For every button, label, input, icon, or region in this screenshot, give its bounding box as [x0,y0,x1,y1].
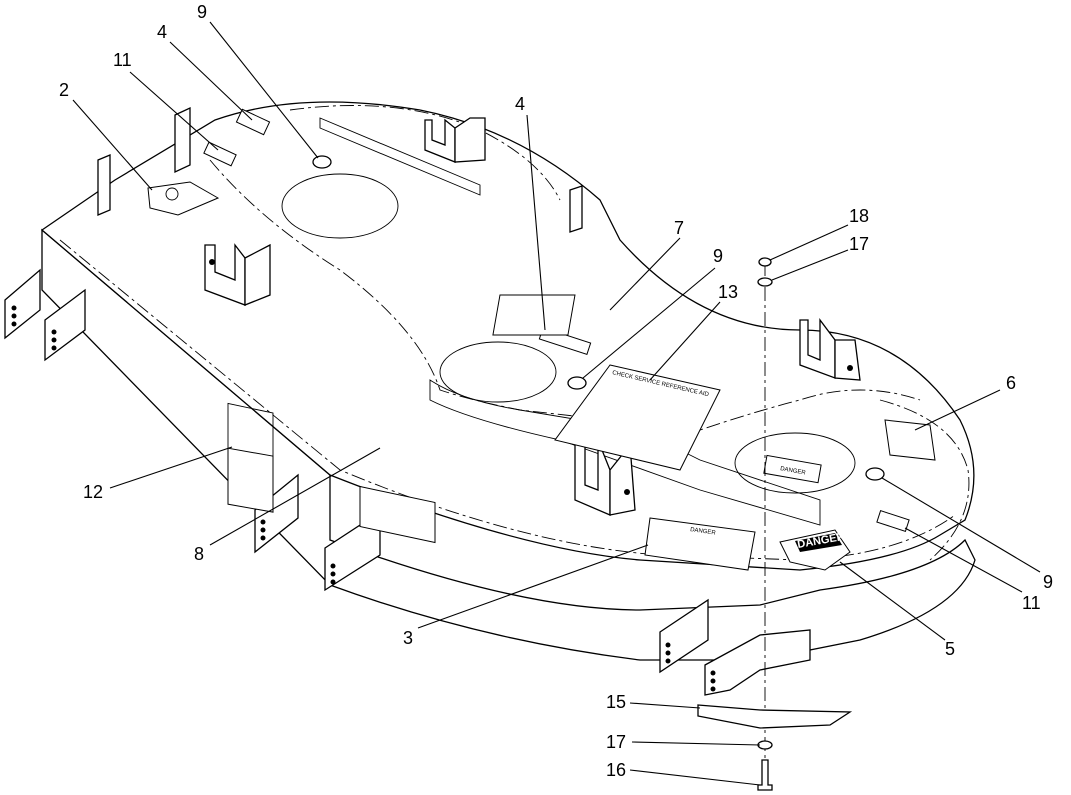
callout-2: 2 [59,80,69,100]
decal-blade-danger-text: DANGER [780,466,807,476]
deck-front-skirt [41,228,976,661]
decal-11-rear [203,141,237,167]
cap-9-center [567,376,587,390]
deck-rear-ridge [319,117,481,196]
cap-9-right [865,467,885,481]
bracket-rear-center [424,117,486,163]
blade-opening-right [734,432,856,494]
callout-18: 18 [849,206,869,226]
decal-8 [359,485,436,544]
callout-16: 16 [606,760,626,780]
deck-dash-line [59,239,956,561]
callout-6: 6 [1006,373,1016,393]
height-plate-left-1 [4,268,41,340]
callout-13: 13 [718,282,738,302]
height-plate-right-2 [704,629,811,696]
leader-lines [72,21,1041,786]
hardware-stack [697,257,853,791]
bolt-16 [757,759,773,791]
decal-6 [884,419,936,461]
decal-4-rear [235,108,271,136]
mower-deck [40,101,976,661]
blade-15 [697,704,853,729]
deck-dash-line-4 [879,399,970,561]
bracket-right [799,318,861,381]
decal-5-danger-sign: DANGER [779,529,851,571]
decals: CHECK SERVICE REFERENCE AID DANGER DANGE… [147,108,936,571]
callout-9-right: 9 [1043,572,1053,592]
callout-11-front: 11 [1022,593,1041,613]
decal-3-danger [644,517,756,571]
rear-post-mid [174,106,191,174]
cap-9-rear [312,155,332,169]
rear-post-right [569,185,583,233]
callout-9-center: 9 [713,246,723,266]
rear-post-left [97,154,111,216]
deck-top [40,101,975,571]
blade-opening-center [439,341,557,403]
callout-17-bottom: 17 [606,732,626,752]
blade-opening-left [281,173,399,239]
decal-2-pentagon [147,181,220,216]
callout-9-rear: 9 [197,2,207,22]
callout-15: 15 [606,692,626,712]
callout-12: 12 [83,482,103,502]
callout-5: 5 [945,639,955,659]
deck-center-ridge [429,379,821,526]
height-plate-left-2 [44,288,86,362]
decal-11-front [876,510,910,532]
decal-7 [492,294,576,336]
height-plate-mid-1 [254,473,299,554]
decal-12 [227,447,274,513]
callout-8: 8 [194,544,204,564]
callout-7: 7 [674,218,684,238]
callout-17-top: 17 [849,234,869,254]
decal-13-service-reference [554,364,721,471]
washer-17-bottom [757,740,773,750]
deck-dash-line-2 [209,159,921,431]
callouts: 9 4 11 2 4 7 9 13 18 17 6 12 8 3 5 9 11 … [59,2,1053,780]
callout-4-center: 4 [515,94,525,114]
decal-3-danger-text: DANGER [690,527,717,537]
callout-4-rear: 4 [157,22,167,42]
washer-17-top [757,277,773,287]
decal-2-ring [165,187,179,201]
nut-18 [758,257,772,267]
callout-11-rear: 11 [113,50,132,70]
height-plate-right-1 [659,598,709,674]
callout-3: 3 [403,628,413,648]
bracket-front-center [574,439,636,516]
bracket-rear-left [204,243,271,306]
